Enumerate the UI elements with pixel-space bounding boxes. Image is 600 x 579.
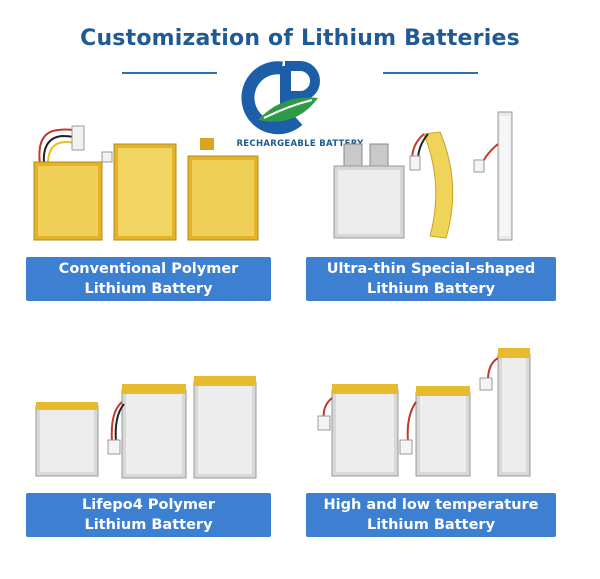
- product-image-ultra-thin: [326, 104, 566, 244]
- product-image-conventional: [28, 112, 268, 247]
- category-label-high-low-temperature-line1: High and low temperature: [323, 497, 539, 513]
- category-label-ultra-thin-line2: Lithium Battery: [366, 281, 496, 297]
- title-divider-right: [383, 72, 478, 74]
- category-label-lifepo4-line1: Lifepo4 Polymer: [82, 497, 215, 513]
- category-label-high-low-temperature-line2: Lithium Battery: [366, 517, 496, 533]
- title-divider-left: [122, 72, 217, 74]
- category-label-high-low-temperature: High and low temperature Lithium Battery: [306, 493, 556, 537]
- category-label-conventional-line1: Conventional Polymer: [58, 261, 239, 277]
- category-label-lifepo4: Lifepo4 Polymer Lithium Battery: [26, 493, 271, 537]
- page-title: Customization of Lithium Batteries: [80, 26, 520, 51]
- product-image-high-low-temperature: [312, 346, 560, 480]
- brand-logo-text: RECHARGEABLE BATTERY: [236, 139, 364, 149]
- category-label-ultra-thin: Ultra-thin Special-shaped Lithium Batter…: [306, 257, 556, 301]
- category-label-lifepo4-line2: Lithium Battery: [84, 517, 213, 533]
- product-image-lifepo4: [28, 372, 268, 482]
- category-label-conventional-line2: Lithium Battery: [84, 281, 213, 297]
- brand-logo-icon: [238, 58, 326, 136]
- category-label-ultra-thin-line1: Ultra-thin Special-shaped: [326, 261, 536, 277]
- category-label-conventional: Conventional Polymer Lithium Battery: [26, 257, 271, 301]
